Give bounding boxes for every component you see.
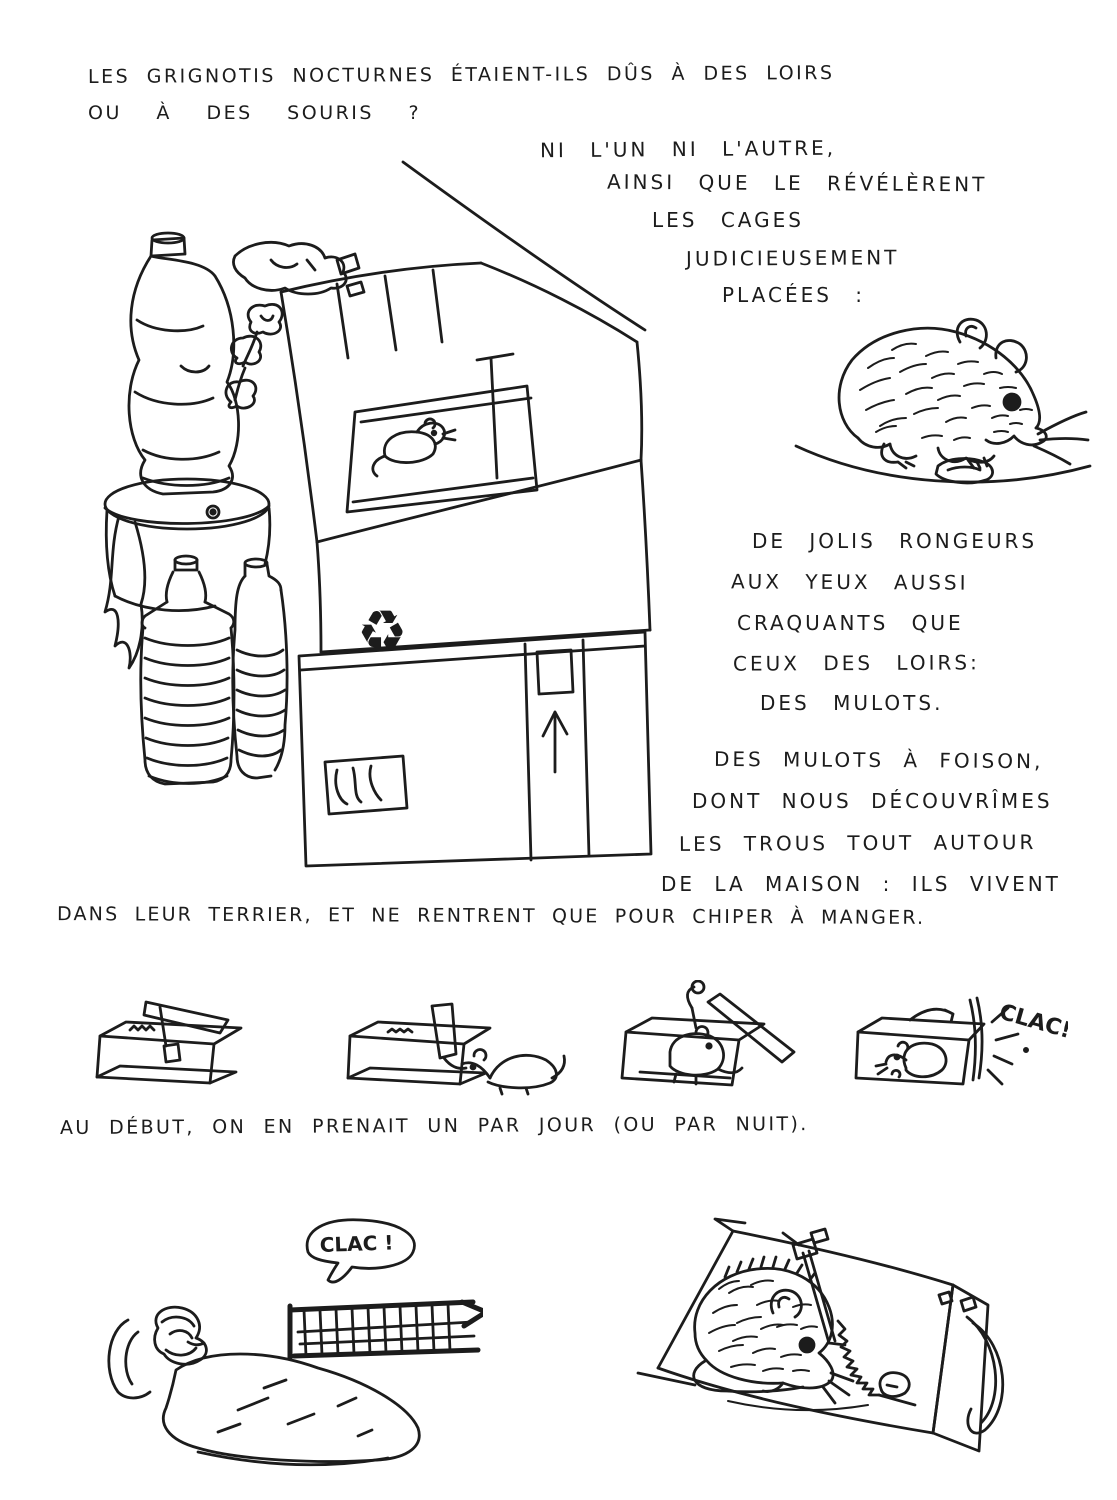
storage-scene-drawing: ♻ [85,160,665,870]
caged-mouse-drawing [633,1193,1008,1491]
trap-panel-2-drawing [340,998,570,1098]
question-line-2: OU À DES SOURIS ? [88,102,422,124]
night-scene-drawing: CLAC ! [58,1210,483,1475]
rodents-line-3: CRAQUANTS QUE [737,611,964,635]
foison-line-4: DE LA MAISON : ILS VIVENT [661,872,1061,896]
foison-line-1: DES MULOTS À FOISON, [713,746,1044,774]
trap-panel-4-drawing: CLAC! [848,988,1068,1103]
trap-panel-3-drawing [612,980,802,1100]
question-line-1: LES GRIGNOTIS NOCTURNES ÉTAIENT-ILS DÛS … [87,62,835,88]
answer-line-5: PLACÉES : [722,283,866,307]
trap-panel-1-drawing [86,994,261,1094]
rodents-line-1: DE JOLIS RONGEURS [752,529,1038,553]
foison-line-2: DONT NOUS DÉCOUVRÎMES [692,789,1053,813]
night-clac-sfx-text: CLAC ! [319,1230,393,1257]
rodents-line-4: CEUX DES LOIRS: [732,650,980,676]
rodents-line-2: AUX YEUX AUSSI [730,569,969,595]
foison-line-5: DANS LEUR TERRIER, ET NE RENTRENT QUE PO… [56,903,926,929]
answer-line-4: JUDICIEUSEMENT [685,245,900,271]
foison-line-3: LES TROUS TOUT AUTOUR [678,830,1037,856]
recycle-icon: ♻ [357,599,407,664]
answer-line-1: NI L'UN NI L'AUTRE, [539,135,837,163]
mulot-drawing [788,298,1098,503]
answer-line-3: LES CAGES [652,208,804,232]
rodents-line-5: DES MULOTS. [760,691,944,715]
caption-line: AU DÉBUT, ON EN PRENAIT UN PAR JOUR (OU … [59,1113,809,1139]
